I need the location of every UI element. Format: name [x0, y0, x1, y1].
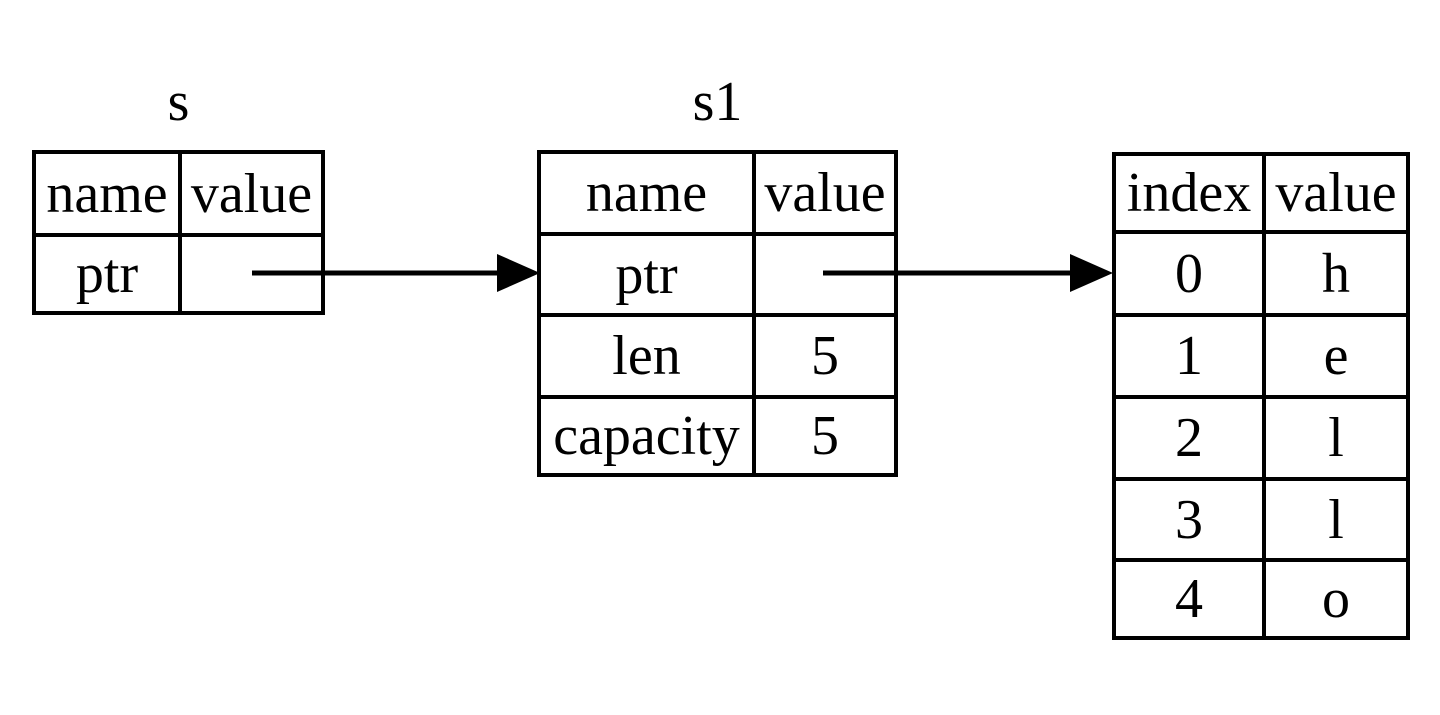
- table-s1-row-ptr-name: ptr: [541, 236, 752, 313]
- table-s1: name value ptr len 5 capacity 5: [537, 150, 898, 477]
- table-s1-header-value: value: [756, 154, 894, 232]
- table-s: name value ptr: [32, 150, 325, 315]
- table-heap-row-3-value: l: [1266, 481, 1406, 558]
- table-s-title: s: [167, 71, 190, 133]
- table-heap-row-2-value: l: [1266, 399, 1406, 477]
- table-s1-row-len-name: len: [541, 317, 752, 395]
- table-s1-header-name: name: [541, 154, 752, 232]
- table-s-header-name: name: [36, 154, 178, 233]
- arrow-head-icon: [1070, 254, 1113, 292]
- table-heap-header-index: index: [1116, 156, 1262, 230]
- table-heap-row-3-index: 3: [1116, 481, 1262, 558]
- table-heap-header-value: value: [1266, 156, 1406, 230]
- table-s1-row-capacity-name: capacity: [541, 399, 752, 473]
- table-heap-row-1-value: e: [1266, 317, 1406, 395]
- arrow-head-icon: [497, 254, 540, 292]
- table-s1-title: s1: [692, 71, 743, 133]
- table-heap-row-4-value: o: [1266, 562, 1406, 636]
- table-s1-row-capacity-value: 5: [756, 399, 894, 473]
- table-s-header-value: value: [182, 154, 321, 233]
- table-heap-row-1-index: 1: [1116, 317, 1262, 395]
- table-heap-row-2-index: 2: [1116, 399, 1262, 477]
- table-heap-row-4-index: 4: [1116, 562, 1262, 636]
- table-s1-row-len-value: 5: [756, 317, 894, 395]
- table-s1-row-ptr-value: [756, 236, 894, 313]
- table-s-row-ptr-name: ptr: [36, 237, 178, 311]
- table-heap-row-0-value: h: [1266, 234, 1406, 313]
- table-heap: index value 0 h 1 e 2 l 3 l 4 o: [1112, 152, 1410, 640]
- table-heap-row-0-index: 0: [1116, 234, 1262, 313]
- table-s-row-ptr-value: [182, 237, 321, 311]
